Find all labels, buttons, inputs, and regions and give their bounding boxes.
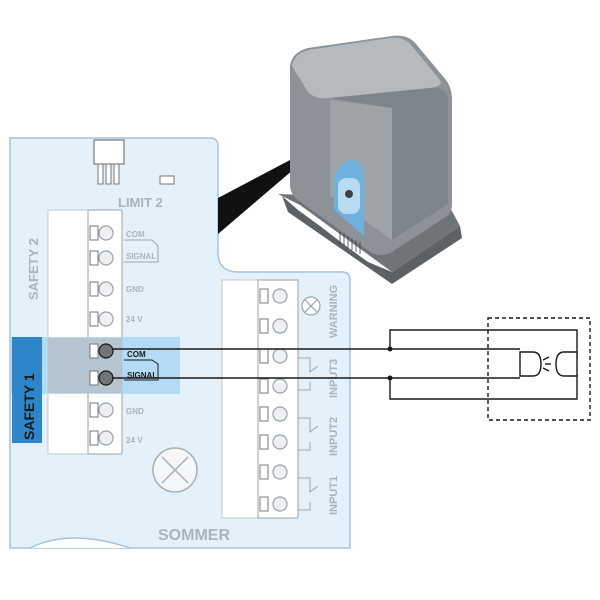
safety1-label: SAFETY 1 <box>21 373 37 440</box>
left-terminal-block <box>47 209 123 455</box>
right-terminal-4 <box>259 378 288 394</box>
right-terminal-6 <box>259 434 288 450</box>
cross-circle-icon <box>301 296 321 316</box>
wire-junction-2 <box>387 375 393 381</box>
term-label-5: COM <box>127 350 146 359</box>
warning-label: WARNING <box>328 285 340 338</box>
right-terminal-block <box>221 279 299 519</box>
left-terminal-5 <box>89 343 114 359</box>
sommer-label: SOMMER <box>158 527 230 544</box>
term-label-8: 24 V <box>126 436 143 445</box>
limit2-label: LIMIT 2 <box>118 195 163 210</box>
right-terminal-5 <box>259 406 288 422</box>
wiring <box>112 329 578 400</box>
pin-header <box>93 139 125 185</box>
left-terminal-2 <box>89 250 114 266</box>
term-label-2: SIGNAL <box>126 252 156 261</box>
left-terminal-8 <box>89 430 114 446</box>
right-terminal-8 <box>259 496 288 512</box>
input2-label: INPUT2 <box>328 417 340 456</box>
input1-label: INPUT1 <box>328 476 340 515</box>
wire-junction-1 <box>387 346 393 352</box>
right-terminals <box>259 288 288 512</box>
left-terminal-7 <box>89 402 114 418</box>
photocell-transmitter-receiver-icon <box>519 351 578 377</box>
term-label-4: 24 V <box>126 315 143 324</box>
term-label-6: SIGNAL <box>127 371 157 380</box>
right-terminal-7 <box>259 464 288 480</box>
term-label-3: GND <box>126 285 144 294</box>
safety2-label: SAFETY 2 <box>26 238 41 300</box>
term-label-1: COM <box>126 230 145 239</box>
safety2-bracket <box>124 239 159 263</box>
safety1-bracket <box>124 359 159 381</box>
safety1-badge <box>12 337 42 443</box>
input-switch-symbols <box>298 357 319 511</box>
left-terminals <box>89 225 114 446</box>
gate-opener-device <box>278 35 462 284</box>
capacitor-outline <box>29 537 131 549</box>
potentiometer-knob-icon <box>152 447 198 493</box>
right-terminal-1 <box>259 288 288 304</box>
left-terminal-6 <box>89 370 114 386</box>
left-terminal-1 <box>89 225 114 241</box>
term-label-7: GND <box>126 407 144 416</box>
right-terminal-2 <box>259 318 288 334</box>
left-terminal-4 <box>89 311 114 327</box>
small-component <box>159 175 175 185</box>
left-terminal-3 <box>89 281 114 297</box>
left-terminal-labels: COM SIGNAL GND 24 V COM SIGNAL GND 24 V <box>126 230 157 445</box>
photocell-enclosure <box>487 317 591 421</box>
